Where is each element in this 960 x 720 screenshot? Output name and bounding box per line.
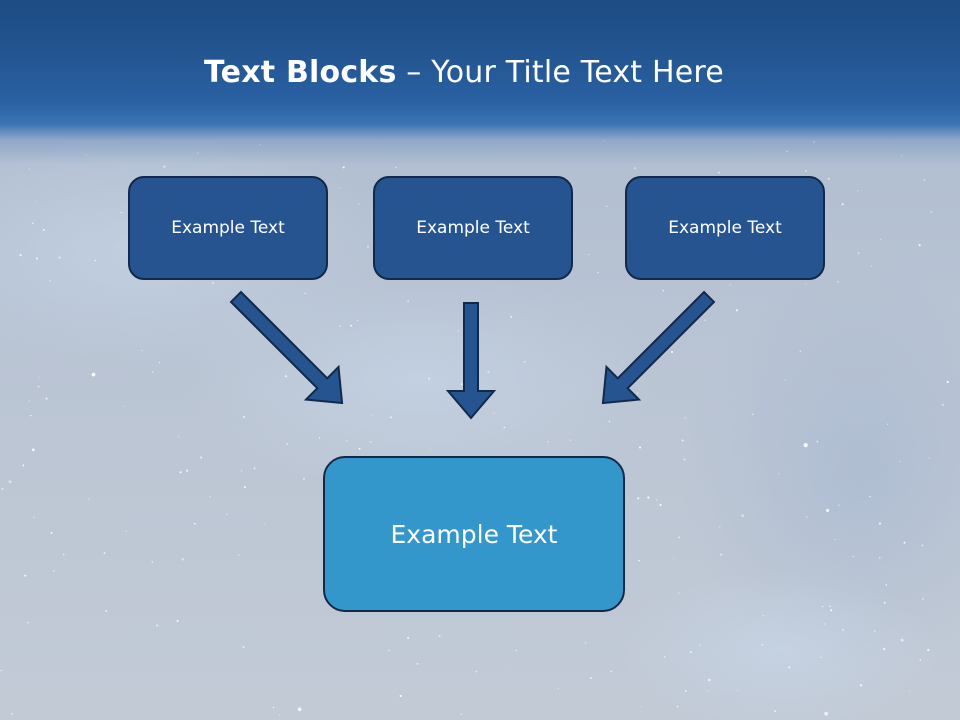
title-rest-part: – Your Title Text Here — [396, 55, 724, 90]
text-block-2-label: Example Text — [416, 218, 530, 238]
title-band — [0, 0, 960, 165]
text-block-1: Example Text — [128, 176, 328, 280]
slide-title: Text Blocks – Your Title Text Here — [204, 55, 724, 90]
result-text-block-label: Example Text — [390, 519, 558, 549]
title-bold-part: Text Blocks — [204, 55, 397, 90]
arrow-right-icon — [601, 290, 716, 405]
arrow-middle-icon — [445, 302, 497, 420]
arrow-left-icon — [229, 290, 344, 405]
text-block-2: Example Text — [373, 176, 573, 280]
text-block-1-label: Example Text — [171, 218, 285, 238]
result-text-block: Example Text — [323, 456, 625, 612]
text-block-3: Example Text — [625, 176, 825, 280]
text-block-3-label: Example Text — [668, 218, 782, 238]
